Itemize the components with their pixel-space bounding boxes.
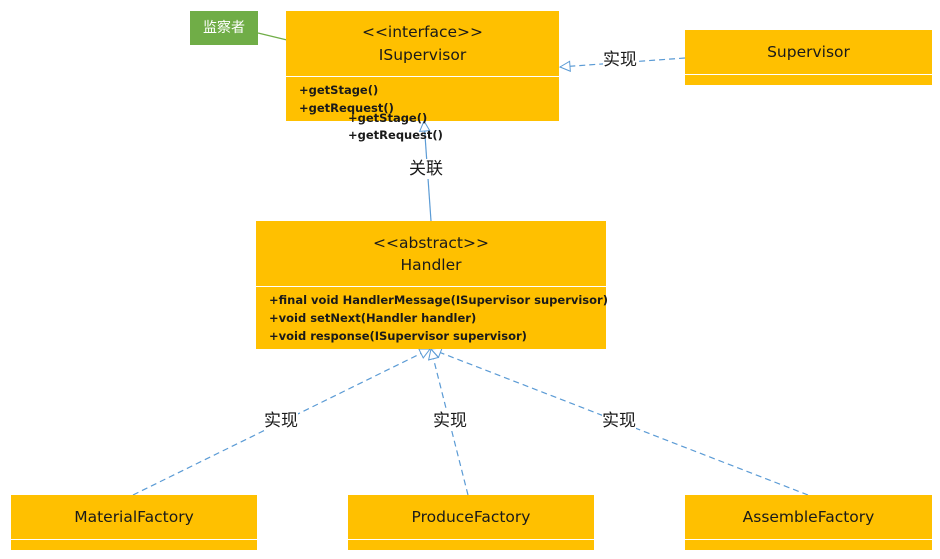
handler-method: +void response(ISupervisor supervisor) (269, 329, 527, 343)
materialfactory-name: MaterialFactory (74, 508, 194, 526)
isupervisor-name: ISupervisor (378, 46, 467, 64)
isupervisor-method: +getStage() (299, 83, 379, 97)
materialfactory-divider (11, 539, 257, 540)
assemblefactory-divider (685, 539, 932, 540)
association-label: 关联 (409, 159, 443, 179)
materialfactory-class-box: MaterialFactory (11, 495, 257, 550)
stray-method-text: +getStage() (348, 111, 428, 125)
producefactory-divider (348, 539, 594, 540)
realization-label-assemble: 实现 (602, 411, 636, 431)
handler-class-box: <<abstract>> Handler +final void Handler… (256, 221, 608, 349)
supervisor-class-box: Supervisor (685, 30, 932, 85)
handler-name: Handler (400, 256, 462, 274)
producefactory-class-box: ProduceFactory (348, 495, 594, 550)
isupervisor-divider (286, 76, 559, 77)
handler-divider (256, 286, 606, 287)
realization-label-supervisor: 实现 (603, 50, 637, 70)
isupervisor-method: +getRequest() (299, 101, 394, 115)
isupervisor-stereotype: <<interface>> (361, 23, 484, 41)
handler-method: +void setNext(Handler handler) (269, 311, 477, 325)
realization-label-material: 实现 (264, 411, 298, 431)
supervisor-name: Supervisor (767, 43, 850, 61)
stray-method-text: +getRequest() (348, 128, 443, 142)
realization-label-produce: 实现 (433, 411, 467, 431)
tag-connector-line (257, 32, 288, 41)
handler-method: +final void HandlerMessage(ISupervisor s… (269, 293, 608, 307)
assemblefactory-name: AssembleFactory (742, 508, 875, 526)
handler-stereotype: <<abstract>> (373, 234, 489, 252)
supervisor-divider (685, 74, 932, 75)
isupervisor-class-box: <<interface>> ISupervisor +getStage() +g… (286, 11, 559, 121)
supervisor-role-tag: 监察者 (190, 11, 258, 45)
assemblefactory-class-box: AssembleFactory (685, 495, 932, 550)
producefactory-name: ProduceFactory (411, 508, 531, 526)
